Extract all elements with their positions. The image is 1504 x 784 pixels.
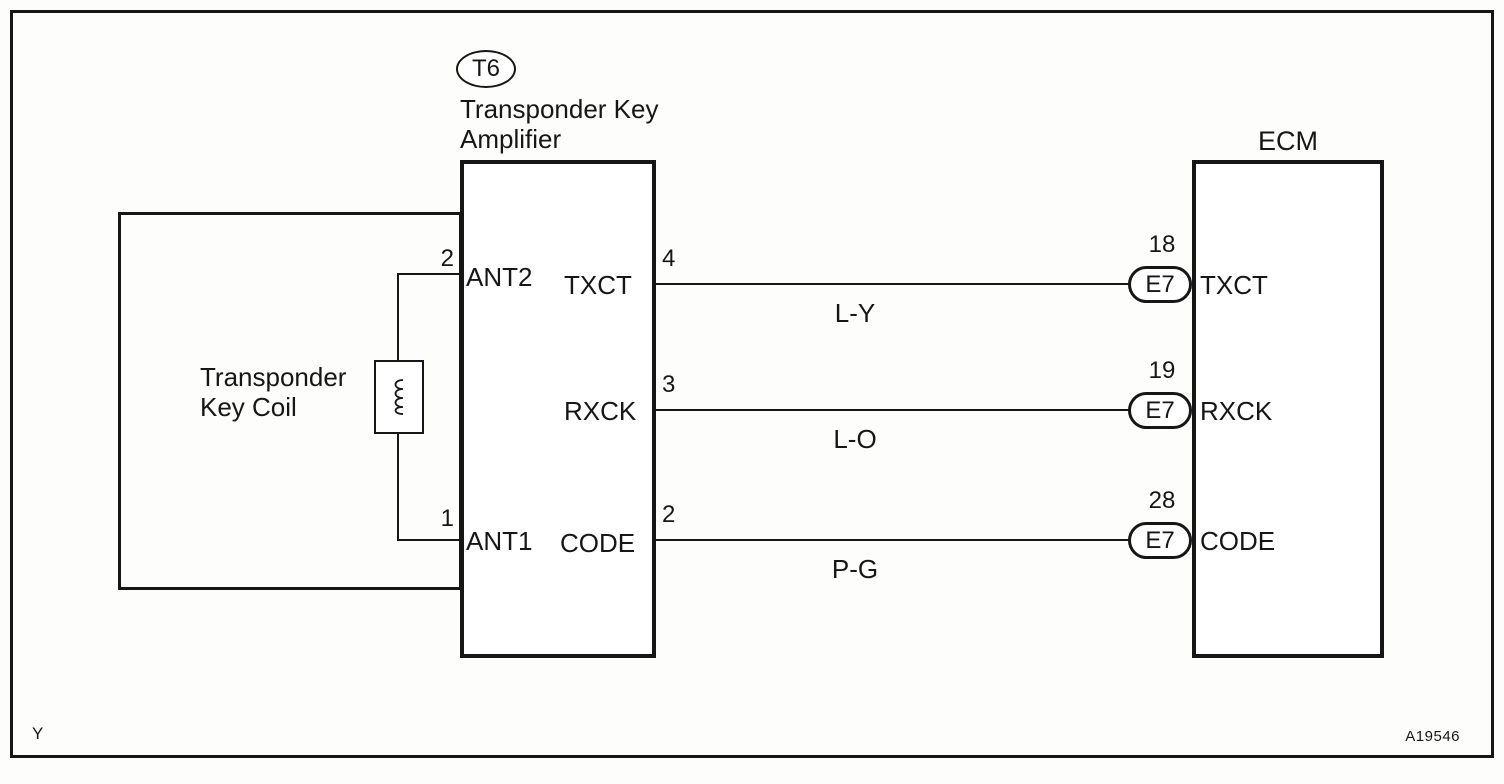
diagram-border [10, 10, 1494, 758]
amplifier-title: Transponder Key Amplifier [460, 94, 658, 154]
connector-e7-rxck-label: E7 [1145, 396, 1175, 424]
connector-e7-txct-label: E7 [1145, 270, 1175, 298]
connector-t6-badge: T6 [456, 50, 516, 88]
amplifier-box [460, 160, 656, 658]
amp-label-ant1: ANT1 [466, 526, 533, 556]
amp-pin-ant2: 2 [440, 245, 454, 272]
amp-signal-label-txct: TXCT [564, 270, 632, 300]
wire-rxck-to-ecm [656, 409, 1130, 411]
amp-pin-rxck: 3 [662, 371, 676, 398]
amplifier-title-line2: Amplifier [460, 124, 562, 154]
ecm-signal-label-txct: TXCT [1200, 270, 1268, 300]
inductor-icon [394, 379, 404, 415]
amp-label-ant2: ANT2 [466, 262, 533, 292]
wire-color-rxck: L-O [833, 424, 877, 454]
connector-e7-txct: E7 [1128, 266, 1192, 303]
wire-coil-vertical-bottom [397, 432, 399, 541]
wire-ant2 [398, 273, 460, 275]
wire-ant1 [398, 539, 460, 541]
amplifier-title-line1: Transponder Key [460, 94, 659, 124]
key-coil-title: Transponder Key Coil [200, 362, 346, 422]
figure-number: A19546 [1405, 728, 1460, 745]
ecm-pin-rxck: 19 [1148, 357, 1176, 384]
key-coil-title-line1: Transponder [200, 362, 347, 392]
ecm-box [1192, 160, 1384, 658]
amp-pin-txct: 4 [662, 245, 676, 272]
wire-coil-vertical-top [397, 273, 399, 362]
wire-color-code: P-G [831, 554, 879, 584]
amp-pin-code: 2 [662, 501, 676, 528]
wire-txct-to-ecm [656, 283, 1130, 285]
coil-component-box [374, 360, 424, 434]
wire-code-to-ecm [656, 539, 1130, 541]
key-coil-title-line2: Key Coil [200, 392, 297, 422]
connector-e7-code-label: E7 [1145, 526, 1175, 554]
amp-pin-ant1: 1 [440, 505, 454, 532]
amp-signal-label-rxck: RXCK [564, 396, 637, 426]
ecm-pin-code: 28 [1148, 487, 1176, 514]
ecm-signal-label-rxck: RXCK [1200, 396, 1273, 426]
ecm-title: ECM [1258, 126, 1318, 156]
wire-color-txct: L-Y [834, 298, 876, 328]
connector-e7-rxck: E7 [1128, 392, 1192, 429]
ecm-pin-txct: 18 [1148, 231, 1176, 258]
amp-signal-label-code: CODE [560, 528, 636, 558]
ecm-signal-label-code: CODE [1200, 526, 1276, 556]
connector-e7-code: E7 [1128, 522, 1192, 559]
corner-label: Y [32, 724, 44, 743]
connector-t6-label: T6 [471, 55, 500, 82]
